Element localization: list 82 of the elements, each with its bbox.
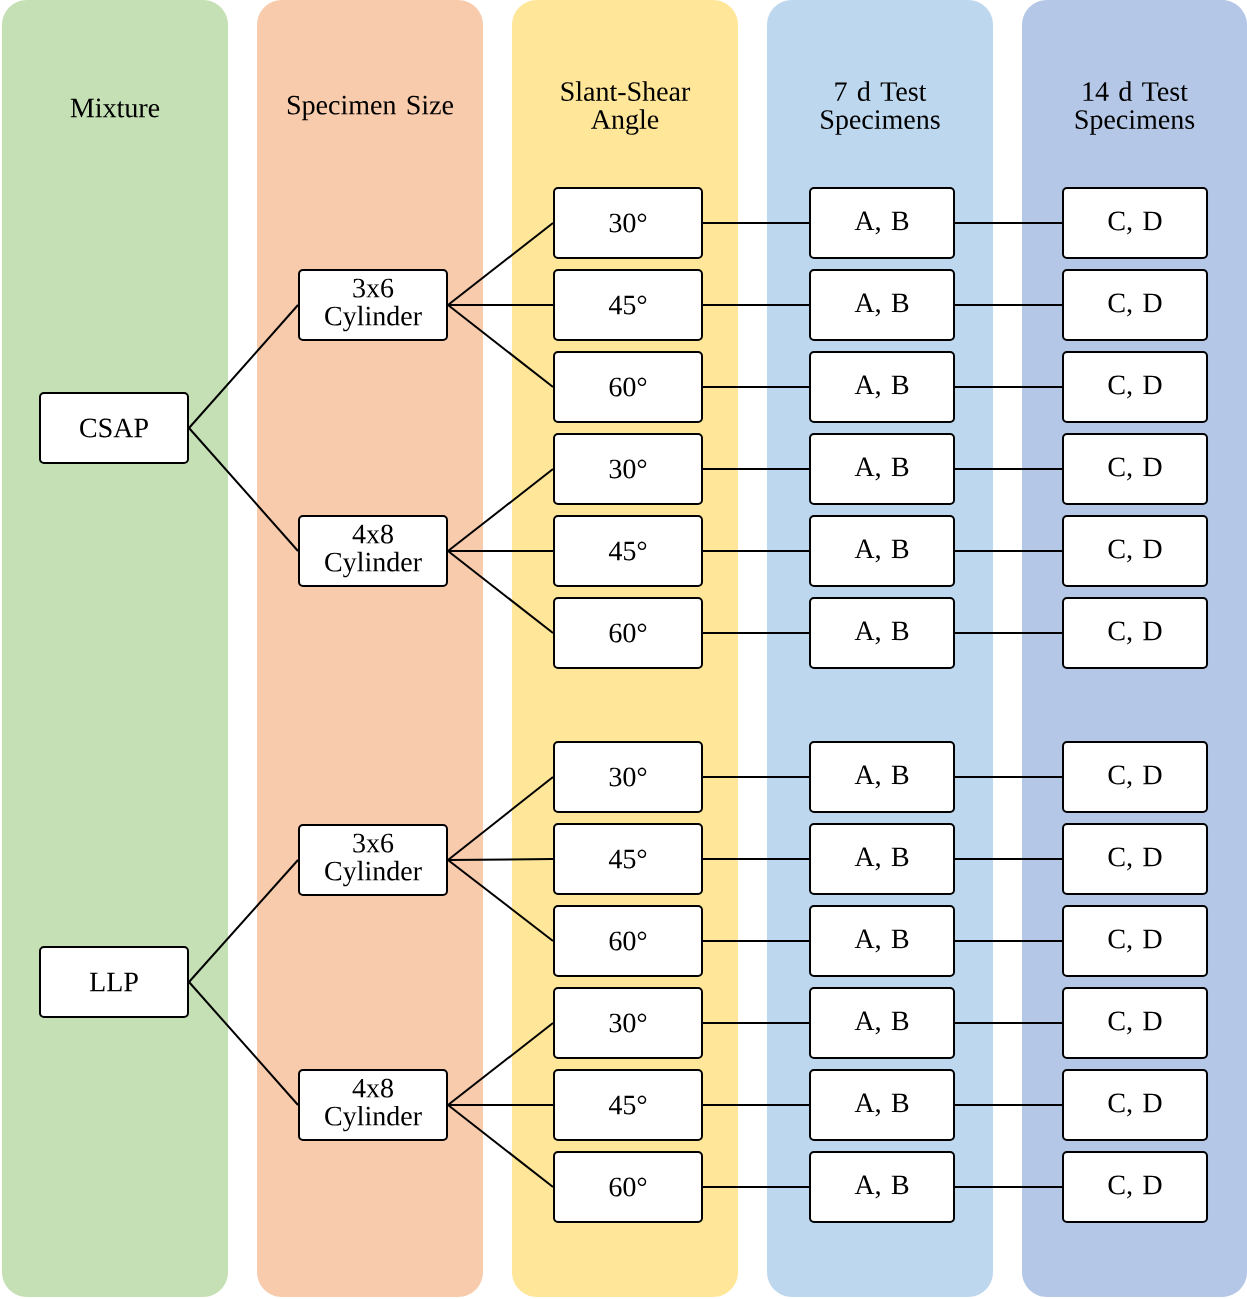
process-box: LLP [39, 946, 189, 1018]
connector-line [447, 1104, 554, 1188]
process-box: 4x8 Cylinder [298, 515, 448, 587]
process-box: C, D [1062, 1069, 1208, 1141]
connector-line [954, 386, 1063, 388]
process-box: C, D [1062, 597, 1208, 669]
connector-line [954, 632, 1063, 634]
connector-line [447, 1104, 554, 1106]
connector-line [702, 304, 810, 306]
connector-line [954, 858, 1063, 860]
connector-line [702, 940, 810, 942]
connector-line [954, 1186, 1063, 1188]
process-box: C, D [1062, 351, 1208, 423]
connector-line [447, 550, 554, 552]
process-box: A, B [809, 1069, 955, 1141]
process-box: 30° [553, 433, 703, 505]
connector-line [188, 859, 299, 983]
process-box: C, D [1062, 741, 1208, 813]
connector-line [447, 859, 554, 942]
process-box: 45° [553, 269, 703, 341]
connector-line [954, 304, 1063, 306]
connector-line [702, 1104, 810, 1106]
connector-line [188, 304, 299, 429]
connector-line [702, 632, 810, 634]
connector-line [954, 550, 1063, 552]
process-box: 60° [553, 905, 703, 977]
connector-line [447, 304, 554, 306]
process-box: CSAP [39, 392, 189, 464]
connector-line [954, 776, 1063, 778]
process-box: 60° [553, 1151, 703, 1223]
connector-line [447, 550, 554, 634]
connector-line [447, 1022, 554, 1106]
connector-line [447, 776, 554, 861]
process-box: A, B [809, 187, 955, 259]
process-box: A, B [809, 269, 955, 341]
connector-line [702, 468, 810, 470]
process-box: 30° [553, 187, 703, 259]
process-box: C, D [1062, 269, 1208, 341]
process-box: A, B [809, 987, 955, 1059]
connector-line [954, 1022, 1063, 1024]
process-box: 30° [553, 987, 703, 1059]
connector-line [447, 468, 554, 552]
process-box: A, B [809, 433, 955, 505]
connector-line [702, 858, 810, 860]
process-box: C, D [1062, 905, 1208, 977]
connector-line [188, 981, 299, 1106]
connector-line [447, 858, 554, 861]
connector-line [702, 222, 810, 224]
process-box: 45° [553, 823, 703, 895]
process-box: A, B [809, 823, 955, 895]
process-box: 45° [553, 1069, 703, 1141]
connector-line [447, 304, 554, 388]
process-box: 45° [553, 515, 703, 587]
process-box: A, B [809, 515, 955, 587]
process-box: 3x6 Cylinder [298, 269, 448, 341]
process-box: A, B [809, 905, 955, 977]
process-box: C, D [1062, 987, 1208, 1059]
connector-line [954, 940, 1063, 942]
process-box: 3x6 Cylinder [298, 824, 448, 896]
connector-line [702, 776, 810, 778]
connector-line [702, 1186, 810, 1188]
connector-line [954, 222, 1063, 224]
process-box: 60° [553, 597, 703, 669]
connector-line [702, 1022, 810, 1024]
connector-line [702, 550, 810, 552]
connector-line [954, 468, 1063, 470]
process-box: 30° [553, 741, 703, 813]
connector-line [447, 222, 554, 306]
process-box: 4x8 Cylinder [298, 1069, 448, 1141]
process-box: A, B [809, 741, 955, 813]
process-box: A, B [809, 1151, 955, 1223]
process-box: C, D [1062, 823, 1208, 895]
process-box: 60° [553, 351, 703, 423]
process-box: C, D [1062, 1151, 1208, 1223]
connector-line [188, 427, 299, 552]
process-box: C, D [1062, 187, 1208, 259]
connector-line [954, 1104, 1063, 1106]
process-box: C, D [1062, 433, 1208, 505]
process-box: A, B [809, 597, 955, 669]
process-box: A, B [809, 351, 955, 423]
process-box: C, D [1062, 515, 1208, 587]
connector-line [702, 386, 810, 388]
